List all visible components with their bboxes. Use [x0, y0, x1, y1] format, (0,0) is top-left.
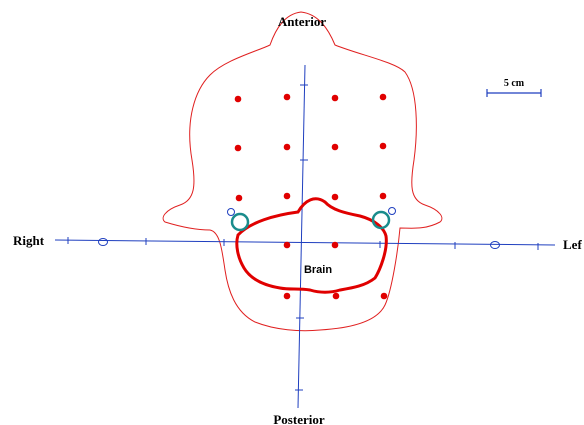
scale-bar — [486, 89, 542, 97]
marker-dot — [234, 144, 242, 152]
marker-dot — [283, 143, 291, 151]
marker-dot — [379, 93, 387, 101]
fiducial-ring-left — [371, 210, 391, 230]
marker-dot — [283, 192, 291, 200]
brain-label: Brain — [304, 264, 332, 276]
marker-dot — [283, 93, 291, 101]
marker-dot — [331, 193, 339, 201]
axis-reference-circle-right — [98, 238, 108, 246]
marker-dot — [234, 95, 242, 103]
axis-reference-circle-left — [490, 241, 500, 249]
marker-dot — [380, 292, 388, 300]
marker-dot — [379, 192, 387, 200]
small-reference-circle-left — [388, 207, 396, 215]
scale-bar-label: 5 cm — [504, 78, 525, 89]
fiducial-ring-right — [230, 212, 250, 232]
horizontal-axis-ticks — [67, 237, 539, 250]
marker-dot — [379, 142, 387, 150]
vertical-axis — [297, 64, 306, 409]
head-outline — [162, 11, 443, 332]
marker-dot — [235, 194, 243, 202]
marker-grid — [234, 93, 388, 300]
small-reference-circle-right — [227, 208, 235, 216]
posterior-label: Posterior — [273, 412, 324, 425]
marker-dot — [331, 94, 339, 102]
anterior-label: Anterior — [278, 14, 327, 29]
marker-dot — [331, 143, 339, 151]
vertical-axis-ticks — [295, 84, 308, 391]
marker-dot — [331, 241, 339, 249]
brain-contour — [235, 197, 388, 294]
marker-dot — [283, 292, 291, 300]
marker-dot — [332, 292, 340, 300]
left-label: Lef — [563, 237, 582, 252]
right-label: Right — [13, 233, 45, 248]
marker-dot — [283, 241, 291, 249]
horizontal-axis — [54, 239, 556, 246]
